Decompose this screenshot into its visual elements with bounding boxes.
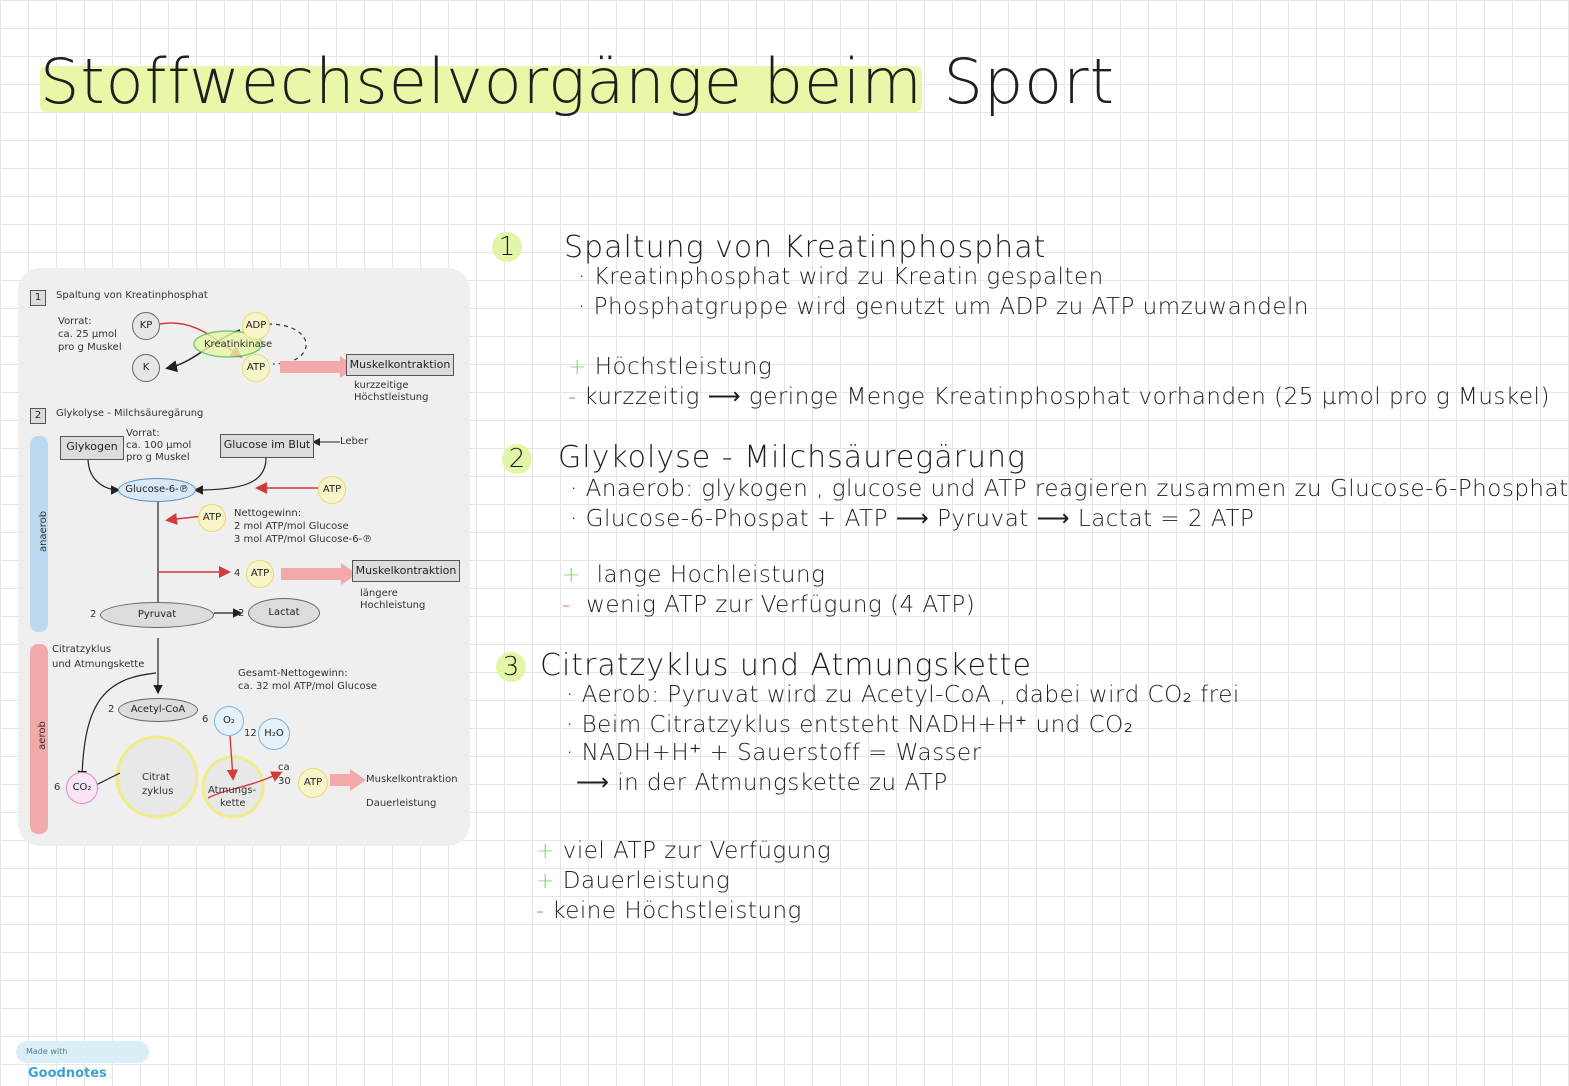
section1-heading: Spaltung von Kreatinphosphat xyxy=(564,230,1047,265)
section1-pro1: + Höchstleistung xyxy=(568,354,773,380)
citrat-label2: und Atmungskette xyxy=(52,659,145,670)
atp-node-5: ATP xyxy=(298,768,328,798)
atp-node-1: ATP xyxy=(242,354,270,382)
two-b-label: 2 xyxy=(238,608,245,619)
section2-number: 2 xyxy=(502,444,532,474)
netto-line3: 3 mol ATP/mol Glucose-6-℗ xyxy=(234,534,373,545)
citrat-node-line2: zyklus xyxy=(142,786,174,797)
glucose6p-node: Glucose-6-℗ xyxy=(118,478,196,502)
atp-node-3: ATP xyxy=(198,504,226,532)
muskelkontraktion-box-2: Muskelkontraktion xyxy=(352,560,460,582)
atp-node-2: ATP xyxy=(318,476,346,504)
netto-line2: 2 mol ATP/mol Glucose xyxy=(234,521,349,532)
twelve-label: 12 xyxy=(244,728,257,739)
section3-pro1: + viel ATP zur Verfügung xyxy=(536,838,832,864)
four-label: 4 xyxy=(234,568,241,579)
section1-bullet2: · Phosphatgruppe wird genutzt um ADP zu … xyxy=(578,294,1309,320)
co2-node: CO₂ xyxy=(66,772,98,804)
aerob-bar xyxy=(30,644,48,834)
o2-node: O₂ xyxy=(214,706,244,736)
muskel1-sub2: Höchstleistung xyxy=(354,392,429,403)
diagram-s2-title: Glykolyse - Milchsäuregärung xyxy=(56,408,204,419)
two-c-label: 2 xyxy=(108,704,115,715)
diagram-s2-num: 2 xyxy=(30,408,46,424)
muskel3-sub: Dauerleistung xyxy=(366,798,437,809)
section3-pro2: + Dauerleistung xyxy=(536,868,731,894)
diagram-vorrat1c: pro g Muskel xyxy=(58,342,122,353)
kp-node: KP xyxy=(132,312,160,340)
section3-bullet2: · Beim Citratzyklus entsteht NADH+H⁺ und… xyxy=(566,712,1134,738)
netto-line1: Nettogewinn: xyxy=(234,508,302,519)
diagram-vorrat2c: pro g Muskel xyxy=(126,452,190,463)
diagram-s1-title: Spaltung von Kreatinphosphat xyxy=(56,290,208,301)
citrat-node-line1: Citrat xyxy=(142,772,170,783)
muskel3-label: Muskelkontraktion xyxy=(366,774,458,785)
atmung-node-line1: Atmungs- xyxy=(208,785,257,796)
goodnotes-brand: Goodnotes xyxy=(28,1066,107,1081)
adp-node: ADP xyxy=(242,312,270,340)
atp-node-4: ATP xyxy=(246,560,274,588)
thirty-label: 30 xyxy=(278,776,291,787)
lactat-node: Lactat xyxy=(248,598,320,628)
six-b-label: 6 xyxy=(54,782,61,793)
muskel2-sub2: Hochleistung xyxy=(360,600,426,611)
anaerob-bar xyxy=(30,436,48,632)
section1-con1: - kurzzeitig ⟶ geringe Menge Kreatinphos… xyxy=(568,384,1550,410)
kreatinkinase-label: Kreatinkinase xyxy=(204,339,273,350)
citrat-label1: Citratzyklus xyxy=(52,644,112,655)
page-title: Stoffwechselvorgänge beim Sport xyxy=(40,45,1115,118)
section3-number: 3 xyxy=(496,652,526,682)
two-a-label: 2 xyxy=(90,609,97,620)
diagram-s1-num: 1 xyxy=(30,290,46,306)
diagram-vorrat2b: ca. 100 µmol xyxy=(126,440,192,451)
diagram-arrows xyxy=(77,322,366,819)
section3-bullet1: · Aerob: Pyruvat wird zu Acetyl-CoA , da… xyxy=(566,682,1240,708)
diagram-vorrat1: Vorrat: xyxy=(58,316,92,327)
gesamt-line2: ca. 32 mol ATP/mol Glucose xyxy=(238,681,377,692)
section2-bullet2: · Glucose-6-Phospat + ATP ⟶ Pyruvat ⟶ La… xyxy=(570,506,1255,532)
section3-heading: Citratzyklus und Atmungskette xyxy=(540,648,1032,683)
diagram-vorrat2: Vorrat: xyxy=(126,428,160,439)
k-node: K xyxy=(132,354,160,382)
acetyl-node: Acetyl-CoA xyxy=(118,698,198,722)
made-with-label: Made with xyxy=(26,1047,68,1056)
atmung-node-line2: kette xyxy=(220,798,246,809)
section1-bullet1: · Kreatinphosphat wird zu Kreatin gespal… xyxy=(578,264,1104,290)
section2-pro1: + lange Hochleistung xyxy=(562,562,826,588)
h2o-node: H₂O xyxy=(258,718,290,750)
leber-label: Leber xyxy=(340,436,369,447)
glykogen-box: Glykogen xyxy=(60,436,124,460)
six-a-label: 6 xyxy=(202,714,209,725)
section3-bullet3: · NADH+H⁺ + Sauerstoff = Wasser xyxy=(566,740,982,766)
goodnotes-badge[interactable]: Made with Goodnotes xyxy=(16,1041,149,1081)
page-title-wrap: Stoffwechselvorgänge beim Sport xyxy=(40,42,1115,122)
title-highlight xyxy=(40,66,922,112)
muskel2-sub1: längere xyxy=(360,588,398,599)
ca-label: ca xyxy=(278,762,290,773)
section1-number: 1 xyxy=(492,232,522,262)
muskel1-sub1: kurzzeitige xyxy=(354,380,409,391)
gesamt-line1: Gesamt-Nettogewinn: xyxy=(238,668,348,679)
muskelkontraktion-box-1: Muskelkontraktion xyxy=(346,354,454,376)
pyruvat-node: Pyruvat xyxy=(100,602,214,628)
section3-con1: - keine Höchstleistung xyxy=(536,898,802,924)
metabolism-diagram: anaerob aerob 1 Spaltung von Kreatinp xyxy=(18,268,470,846)
section2-heading: Glykolyse - Milchsäuregärung xyxy=(558,440,1027,475)
section2-con1: - wenig ATP zur Verfügung (4 ATP) xyxy=(562,592,976,618)
section3-bullet4: ⟶ in der Atmungskette zu ATP xyxy=(576,770,948,796)
section2-bullet1: · Anaerob: glykogen , glucose und ATP re… xyxy=(570,476,1569,502)
diagram-vorrat1b: ca. 25 µmol xyxy=(58,329,117,340)
glucose-blut-box: Glucose im Blut xyxy=(220,434,314,458)
